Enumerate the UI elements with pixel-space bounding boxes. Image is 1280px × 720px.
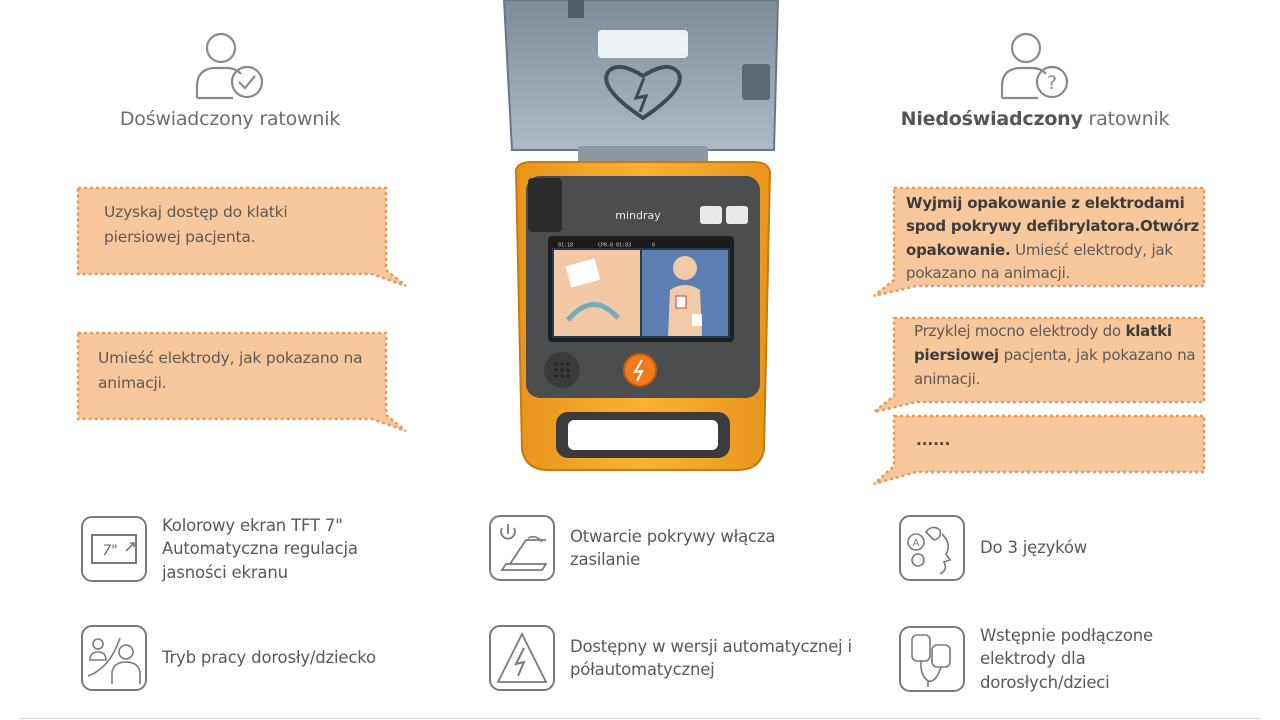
feature-label: Dostępny w wersji automatycznej i półaut… [570,636,852,679]
languages-icon: A [899,515,965,581]
bubble-text: Wyjmij opakowanie z elektrodami spod pok… [906,192,1202,285]
speech-bubble-left-1: Uzyskaj dostęp do klatki piersiowej pacj… [76,186,408,288]
bubble-text: ...... [916,431,951,449]
feature-label: Do 3 języków [980,538,1088,558]
bubble-text-rest: Umieść elektrody, jak pokazano na animac… [906,240,1173,282]
persona-inexperienced-title: Niedoświadczony ratownik [885,108,1185,130]
speech-bubble-left-2: Umieść elektrody, jak pokazano na animac… [76,331,408,433]
svg-text:?: ? [1047,72,1057,94]
screen-count: 0 [652,243,655,249]
speech-bubble-right-3: ...... [872,414,1206,486]
screen-cpr: CPR-0 01:03 [598,243,631,249]
user-question-icon: ? [1000,32,1069,100]
bubble-text-bold: klatki piersiowej [914,322,1172,364]
feature-lid-power: Otwarcie pokrywy włącza zasilanie [488,514,800,582]
svg-text:A: A [913,538,920,549]
heart-bolt-icon [604,64,682,121]
bubble-text: Uzyskaj dostęp do klatki piersiowej pacj… [104,203,288,246]
speech-bubble-right-2: Przyklej mocno elektrody do klatki piers… [872,316,1206,416]
feature-label: Otwarcie pokrywy włącza zasilanie [570,526,776,569]
bubble-text-post: pacjenta, jak pokazano na animacji. [914,346,1196,388]
aed-device-image: mindray 01:18 CPR-0 01:03 0 [502,0,780,471]
shock-mode-icon [489,625,555,691]
feature-label: Kolorowy ekran TFT 7" Automatyczna regul… [162,516,358,582]
lid-power-icon [489,515,555,581]
feature-adult-child: Tryb pracy dorosły/dziecko [80,624,422,692]
device-brand-label: mindray [615,209,661,222]
feature-languages: A Do 3 języków [898,514,1180,582]
feature-label: Wstępnie podłączone elektrody dla dorosł… [980,626,1153,692]
bubble-text-bold: Wyjmij opakowanie z elektrodami spod pok… [906,194,1200,259]
bubble-text: Umieść elektrody, jak pokazano na animac… [98,349,363,392]
bubble-text: Przyklej mocno elektrody do klatki piers… [914,319,1198,391]
persona-inexperienced: ? Niedoświadczony ratownik [885,30,1185,130]
bubble-text-pre: Przyklej mocno elektrody do [914,322,1126,340]
persona-inexperienced-title-rest: ratownik [1082,108,1170,130]
adult-child-icon [81,625,147,691]
shock-button [623,353,657,387]
feature-electrodes: Wstępnie podłączone elektrody dla dorosł… [898,624,1180,694]
screen-7in-icon: 7" [81,516,147,583]
electrodes-icon [899,626,965,693]
persona-inexperienced-title-bold: Niedoświadczony [900,108,1083,130]
speech-bubble-right-1: Wyjmij opakowanie z elektrodami spod pok… [872,186,1206,298]
bottom-divider [20,718,1260,719]
feature-screen: 7" Kolorowy ekran TFT 7" Automatyczna re… [80,514,392,584]
user-check-icon [195,32,264,100]
persona-experienced-title: Doświadczony ratownik [119,108,341,130]
feature-shock-mode: Dostępny w wersji automatycznej i półaut… [488,624,860,692]
feature-label: Tryb pracy dorosły/dziecko [162,648,376,668]
screen-size-badge: 7" [102,543,117,559]
persona-experienced: Doświadczony ratownik [80,30,380,130]
screen-time: 01:18 [558,243,573,249]
